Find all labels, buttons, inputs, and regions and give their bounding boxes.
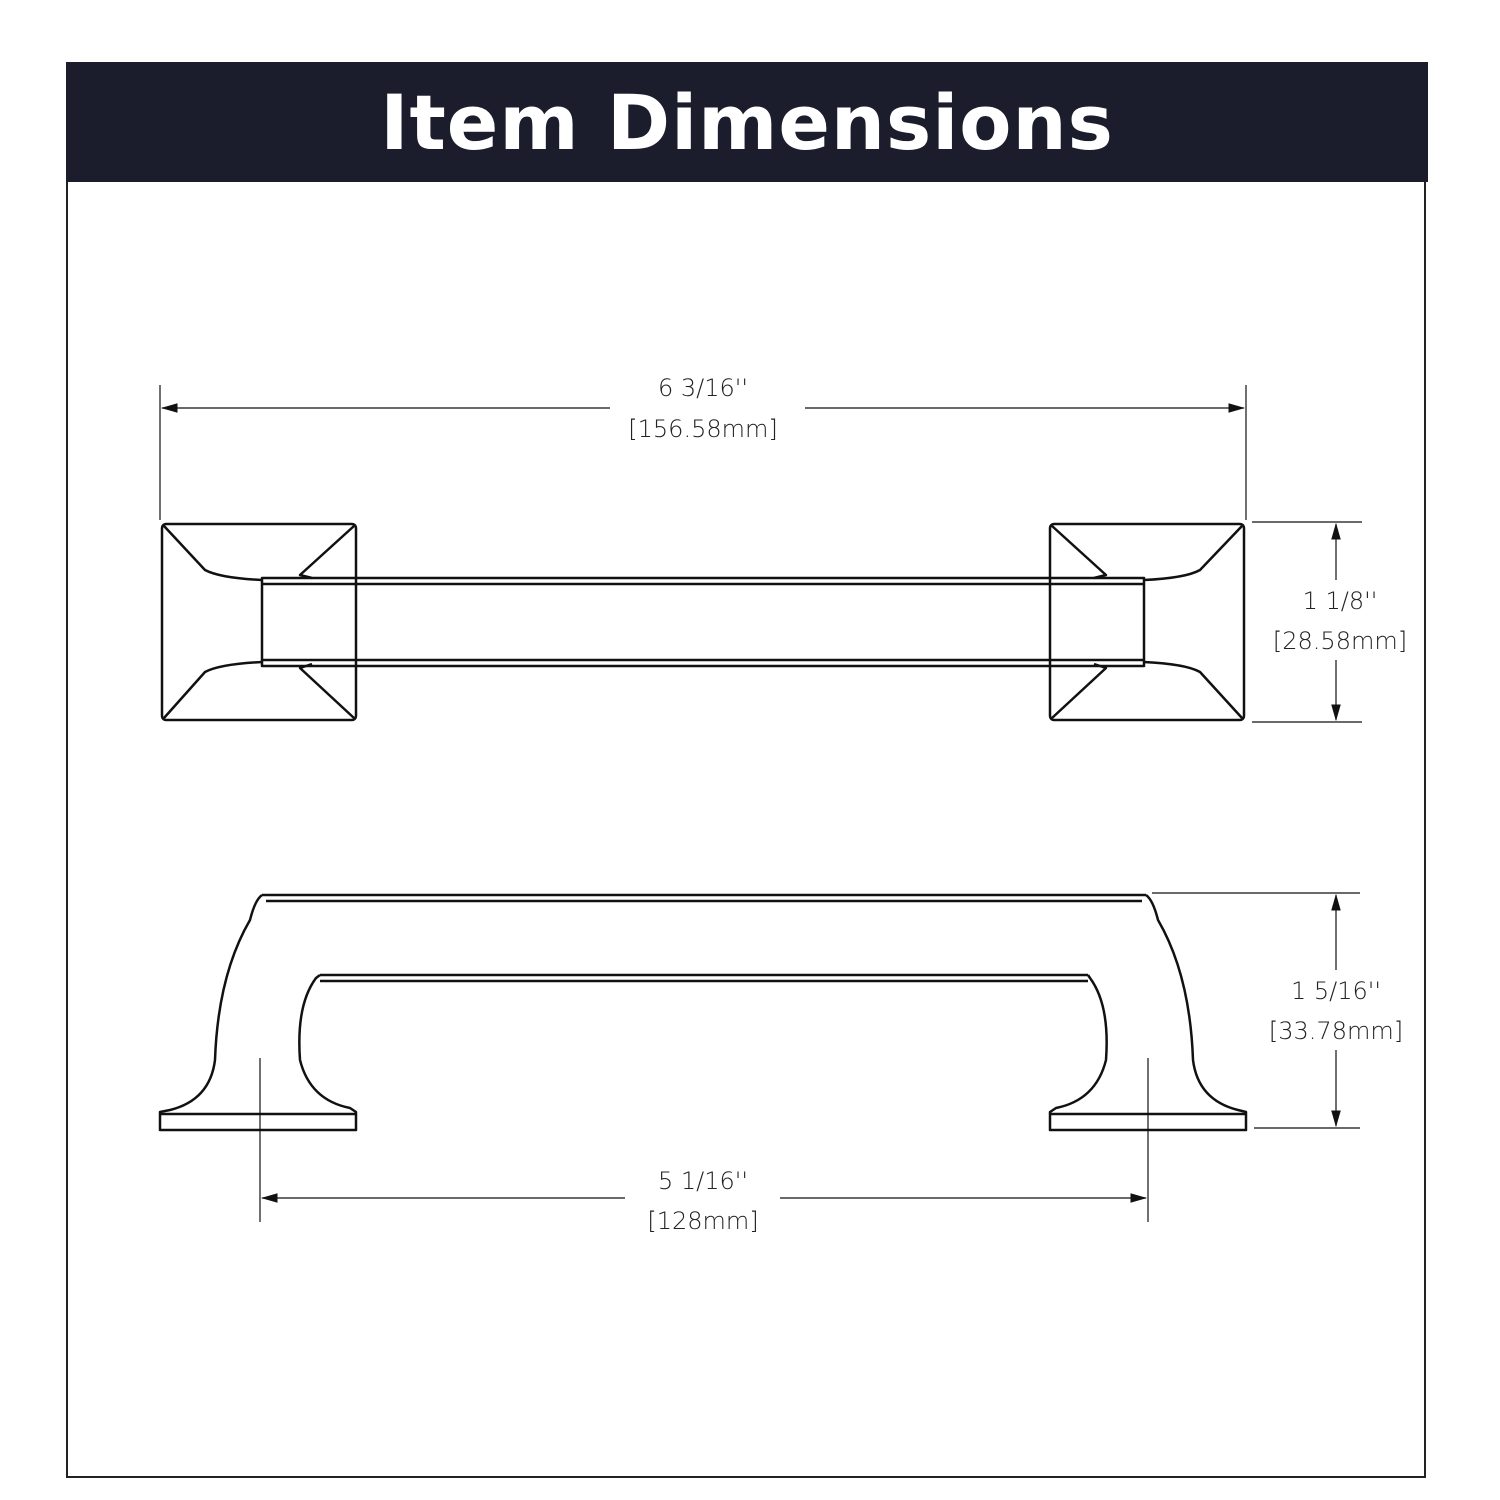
center-to-center-dimension: 5 1/16'' [128mm] (259, 1058, 1149, 1235)
projection-dimension: 1 5/16'' [33.78mm] (1152, 892, 1403, 1129)
width-imperial: 1 1/8'' (1303, 587, 1378, 615)
overall-length-imperial: 6 3/16'' (658, 374, 748, 402)
left-post-top (160, 522, 358, 722)
page-title: Item Dimensions (380, 77, 1114, 167)
header-bar: Item Dimensions (66, 62, 1428, 182)
width-metric: [28.58mm] (1273, 627, 1407, 655)
overall-length-dimension: 6 3/16'' [156.58mm] (159, 374, 1247, 520)
right-post-top (1048, 522, 1246, 722)
handle-top-view (160, 522, 1246, 722)
projection-imperial: 1 5/16'' (1291, 977, 1381, 1005)
handle-bar-top (260, 576, 1146, 668)
projection-metric: [33.78mm] (1269, 1017, 1403, 1045)
handle-side-view (158, 893, 1248, 1132)
overall-length-metric: [156.58mm] (628, 415, 777, 443)
width-dimension: 1 1/8'' [28.58mm] (1252, 521, 1407, 723)
center-to-center-metric: [128mm] (647, 1207, 758, 1235)
center-to-center-imperial: 5 1/16'' (658, 1167, 748, 1195)
